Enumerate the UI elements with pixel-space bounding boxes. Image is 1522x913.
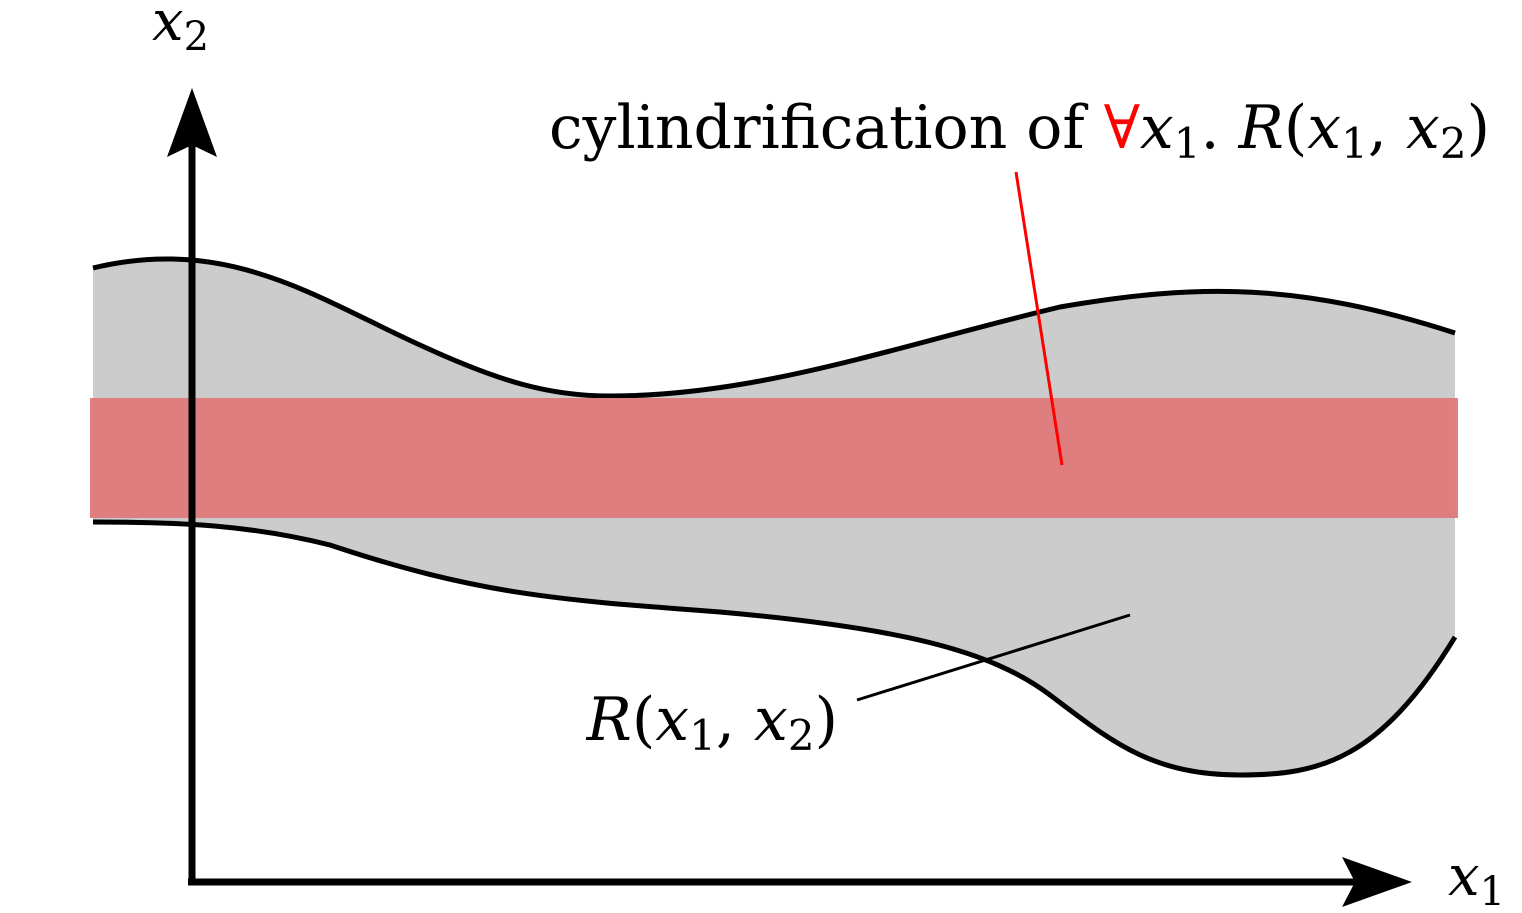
x2-axis-label: x2 [152,0,209,60]
forall-symbol: ∀ [1104,93,1140,163]
x2-axis-arrowhead [167,88,217,157]
x1-axis-label: x1 [1448,844,1505,913]
relation-label: R(x1, x2) [586,685,838,760]
relation-pointer-line [856,613,1131,702]
cylindrification-band [90,398,1458,518]
region-lower-boundary [92,519,1458,778]
x1-axis-arrowhead [1342,857,1412,907]
region-upper-boundary [92,256,1456,399]
cylindrification-pointer-line [1014,171,1064,466]
cylindrification-label: cylindrification of ∀x1. R(x1, x2) [549,93,1490,168]
